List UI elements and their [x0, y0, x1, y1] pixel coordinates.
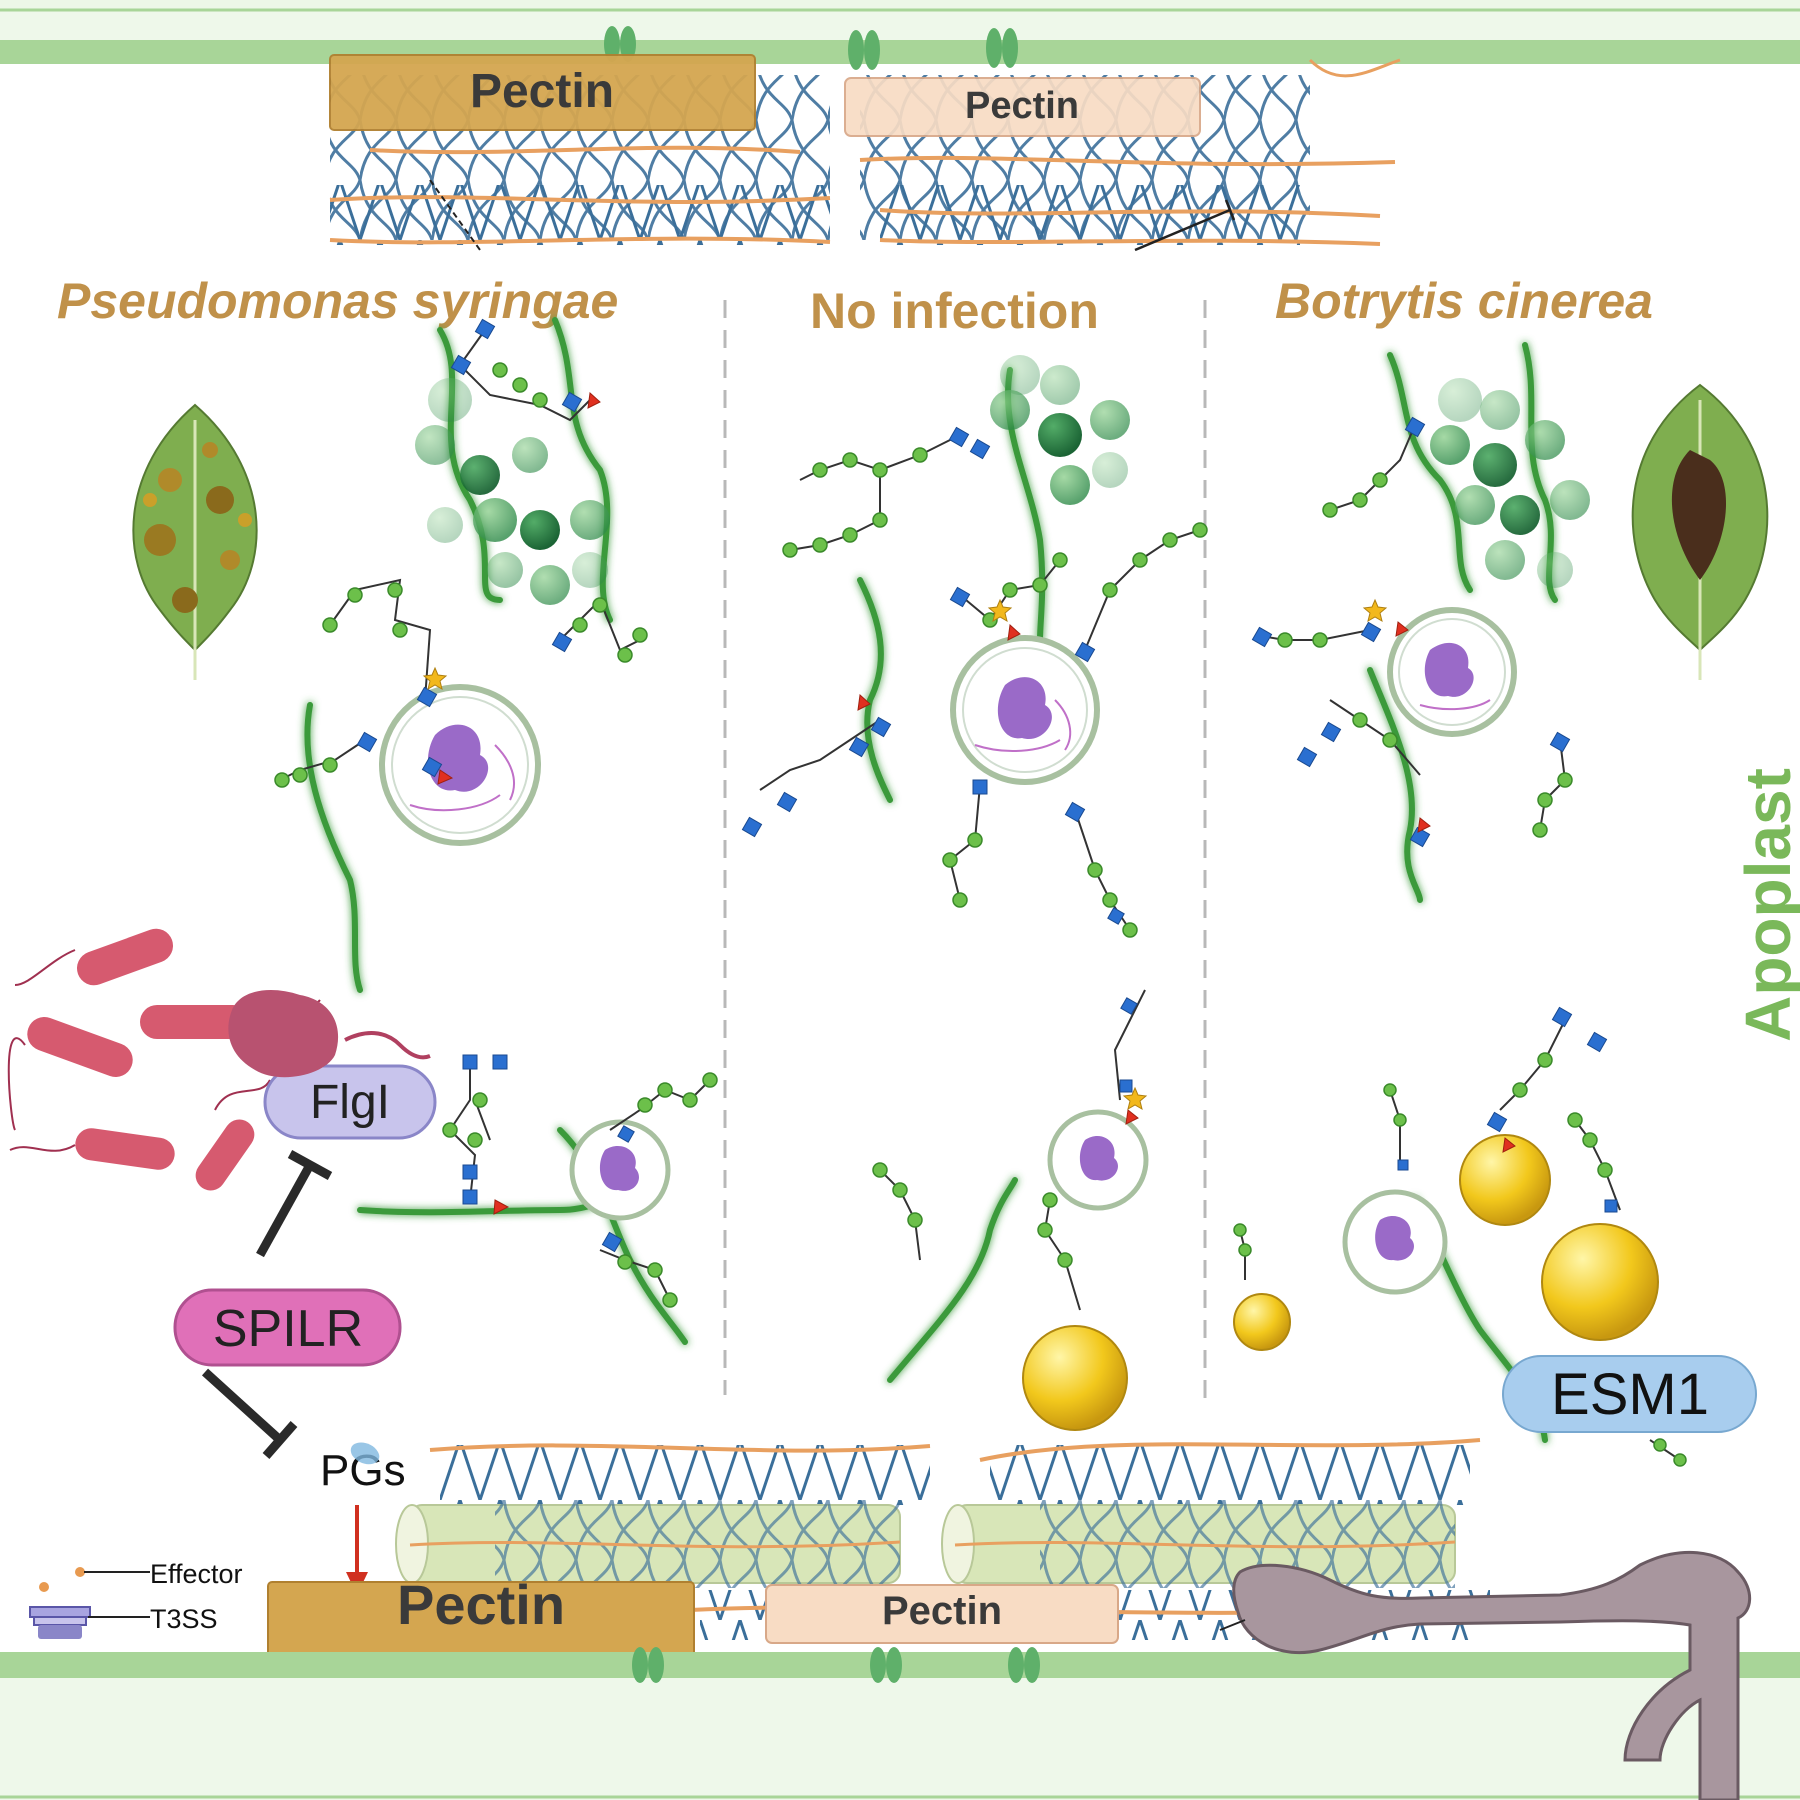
- flgi-protein: FlgI: [228, 990, 437, 1140]
- infected-leaf-lesion-icon: [1631, 383, 1769, 680]
- green-vesicle-cluster-right: [1430, 378, 1590, 588]
- vesicle-small-left: [569, 1119, 671, 1221]
- pectin-box-top-left: Pectin: [329, 54, 756, 131]
- inhibit-arrow-flgi: [256, 1150, 333, 1258]
- yellow-vesicles: [1022, 1134, 1659, 1431]
- vesicle-large-left: [379, 684, 541, 846]
- effector-legend-label: Effector: [150, 1559, 243, 1589]
- vesicle-large-middle: [950, 635, 1100, 785]
- pectin-label: Pectin: [470, 65, 614, 118]
- pectin-label: Pectin: [882, 1589, 1002, 1633]
- botrytis-header: Botrytis cinerea: [1275, 273, 1653, 329]
- botrytis-hypha: [1219, 1550, 1752, 1800]
- no-infection-header: No infection: [810, 283, 1099, 339]
- top-membrane: [0, 0, 1800, 64]
- glycan-green-circles: [274, 362, 1687, 1467]
- spilr-label: SPILR: [213, 1300, 363, 1358]
- green-vesicle-cluster-middle: [990, 355, 1130, 505]
- inhibit-arrow-pgs: [201, 1368, 298, 1459]
- vesicle-small-middle: [1047, 1109, 1149, 1211]
- pectin-label: Pectin: [397, 1573, 565, 1636]
- vesicle-small-right: [1342, 1189, 1448, 1295]
- pectin-label: Pectin: [965, 85, 1079, 127]
- t3ss-legend-label: T3SS: [150, 1604, 218, 1634]
- pectin-box-bottom-right: Pectin: [765, 1584, 1119, 1644]
- green-vesicle-cluster-left: [415, 378, 610, 605]
- esm1-label: ESM1: [1551, 1362, 1709, 1427]
- spilr-node: SPILR: [173, 1288, 402, 1367]
- glycan-red-triangles: [437, 391, 1516, 1215]
- bottom-membrane: [0, 1647, 1800, 1800]
- extracellular-vesicles: [379, 607, 1517, 1295]
- pseudomonas-header: Pseudomonas syringae: [57, 273, 618, 329]
- vesicle-large-right: [1387, 607, 1517, 737]
- pectin-box-bottom-left: Pectin: [267, 1573, 695, 1658]
- cellulose-microfibril-left: [395, 1500, 901, 1588]
- green-polysaccharide-strands: [304, 317, 1558, 1443]
- apoplast-label: Apoplast: [1732, 768, 1800, 1042]
- glycan-blue-squares: [356, 318, 1633, 1433]
- cellulose-microfibril-right: [941, 1500, 1456, 1588]
- flgi-label: FlgI: [310, 1076, 390, 1129]
- glycan-yellow-stars: [422, 598, 1388, 1111]
- legend-effector: Effector: [39, 1559, 243, 1592]
- membrane-channel-icons: [604, 26, 1018, 70]
- bacteria-cluster: [7, 928, 321, 1191]
- pectin-box-top-right: Pectin: [844, 77, 1201, 137]
- esm1-protein: ESM1: [1502, 1355, 1757, 1433]
- infected-leaf-spots-icon: [132, 403, 258, 680]
- legend-t3ss: T3SS: [29, 1604, 218, 1639]
